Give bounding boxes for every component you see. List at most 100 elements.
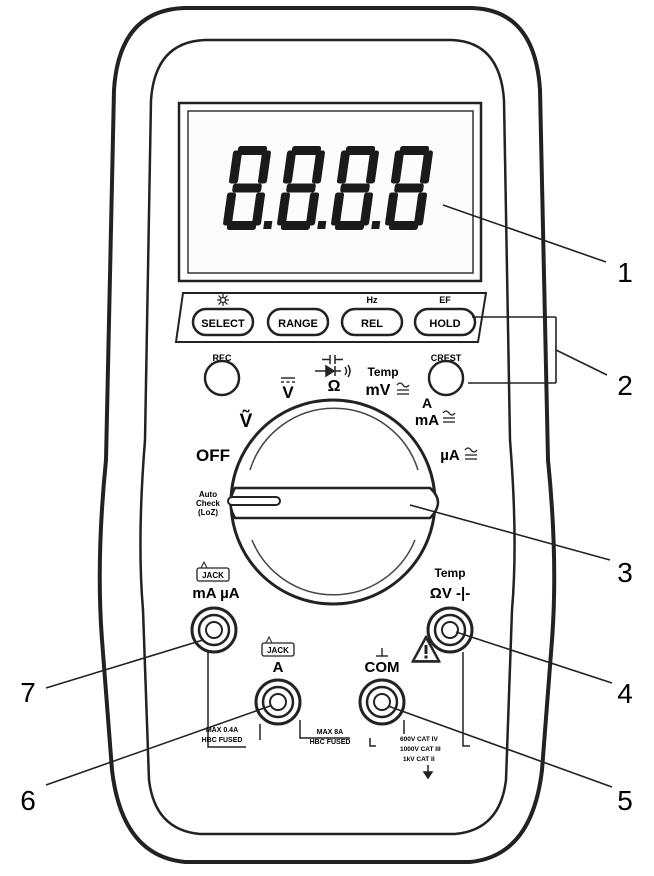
lcd-digits	[223, 146, 433, 230]
dial-microamp-label: µA	[440, 447, 460, 464]
jack-com[interactable]	[358, 678, 406, 726]
callout-leaders	[45, 204, 613, 788]
jack-amp[interactable]	[254, 678, 302, 726]
jack-tag-amp: JACK	[261, 635, 295, 657]
rec-label: REC	[212, 353, 232, 363]
lcd-decimal-point	[317, 221, 327, 229]
select-button[interactable]: SELECT	[191, 307, 255, 337]
svg-text:JACK: JACK	[202, 571, 224, 580]
jack-com-label: COM	[365, 659, 400, 676]
lcd-segment	[252, 192, 266, 226]
dc-bar-icon	[281, 377, 295, 383]
lcd-segment	[365, 150, 379, 184]
lcd-segment	[390, 150, 404, 184]
dial-amp-label: A	[422, 395, 432, 411]
lcd-segment	[385, 192, 399, 226]
jack-tag-left: JACK	[196, 560, 230, 582]
warning-triangle-icon	[411, 635, 441, 663]
fuse-note-amp-1: MAX 8A	[317, 729, 343, 736]
lcd-screen	[187, 110, 474, 274]
dial-milliamp-label: mA	[415, 412, 439, 429]
lcd-segment	[414, 192, 428, 226]
lcd-segment	[277, 192, 291, 226]
jack-ma-ua[interactable]	[190, 606, 238, 654]
lcd-segment	[228, 150, 242, 184]
lcd-segment	[331, 192, 345, 226]
callout-4: 4	[617, 678, 633, 709]
lcd-segment	[419, 150, 433, 184]
lcd-segment	[306, 192, 320, 226]
dial-auto-label: Auto	[199, 490, 217, 499]
lcd-segment	[311, 150, 325, 184]
dial-check-label: Check	[196, 499, 221, 508]
jack-ma-ua-label: mA µA	[192, 585, 239, 602]
hold-button-label: HOLD	[429, 318, 460, 330]
inner-housing	[139, 38, 516, 836]
ac-dc-icon-mv	[396, 382, 410, 395]
rec-button[interactable]	[203, 359, 241, 397]
lcd-bezel	[177, 101, 483, 283]
lcd-digit-2	[277, 146, 327, 230]
fuse-note-ma-2: HBC FUSED	[202, 737, 243, 744]
lcd-segment	[237, 146, 268, 155]
dial-dc-volt-label: V	[282, 383, 294, 402]
svg-text:JACK: JACK	[267, 646, 289, 655]
jack-wiring-lines	[207, 652, 470, 748]
ac-dc-icon-ua	[464, 447, 478, 460]
lcd-segment	[257, 150, 271, 184]
lcd-digit-3	[331, 146, 381, 230]
lcd-segment	[336, 150, 350, 184]
dial-off-label: OFF	[196, 446, 230, 465]
ground-symbol-icon	[376, 648, 388, 657]
outer-holster	[97, 6, 557, 864]
hz-label: Hz	[367, 295, 378, 305]
select-button-label: SELECT	[201, 318, 245, 330]
lcd-segment	[286, 183, 316, 193]
lcd-segment	[399, 146, 430, 155]
range-button[interactable]: RANGE	[266, 307, 330, 337]
crest-button[interactable]	[427, 359, 465, 397]
cat-rating-1: 600V CAT IV	[400, 736, 438, 743]
dial-loz-label: (LoZ)	[198, 508, 218, 517]
lcd-segment	[291, 146, 322, 155]
hold-button[interactable]: HOLD	[413, 307, 477, 337]
ac-dc-icon-ma	[442, 410, 456, 423]
fuse-note-amp-2: HBC FUSED	[310, 739, 351, 746]
lcd-segment	[232, 183, 262, 193]
lcd-segment	[388, 221, 419, 230]
cat-rating-2: 1000V CAT III	[400, 746, 441, 753]
lcd-segment	[360, 192, 374, 226]
lcd-segment	[280, 221, 311, 230]
lcd-segment	[340, 183, 370, 193]
rotary-dial[interactable]	[227, 398, 440, 606]
lcd-segment	[282, 150, 296, 184]
lcd-digit-1	[223, 146, 273, 230]
lcd-decimal-point	[371, 221, 381, 229]
lcd-segment	[334, 221, 365, 230]
dial-pointer	[227, 496, 281, 506]
capacitor-diode-buzzer-icon	[315, 355, 351, 378]
crest-label: CREST	[431, 353, 462, 363]
dial-ohm-label: Ω	[328, 378, 341, 395]
lcd-decimal-point	[263, 221, 273, 229]
callout-6: 6	[20, 785, 36, 816]
lcd-segment	[394, 183, 424, 193]
rel-button[interactable]: REL	[340, 307, 404, 337]
lcd-segment	[223, 192, 237, 226]
backlight-icon	[217, 294, 229, 306]
dial-mv-label: mV	[366, 382, 391, 399]
range-button-label: RANGE	[278, 318, 318, 330]
callout-1: 1	[617, 257, 633, 288]
dial-ac-volt-label: Ṽ	[240, 410, 253, 432]
lcd-segment	[226, 221, 257, 230]
jack-amp-label: A	[273, 659, 284, 676]
callout-7: 7	[20, 677, 36, 708]
callout-3: 3	[617, 557, 633, 588]
ef-label: EF	[439, 295, 451, 305]
jack-volt-ohm[interactable]	[426, 606, 474, 654]
lcd-digit-4	[385, 146, 433, 230]
jack-ohm-volt-label: ΩV -|-	[430, 585, 470, 602]
dial-temp-label: Temp	[367, 365, 398, 379]
callout-5: 5	[617, 785, 633, 816]
jack-temp-label: Temp	[434, 566, 465, 580]
